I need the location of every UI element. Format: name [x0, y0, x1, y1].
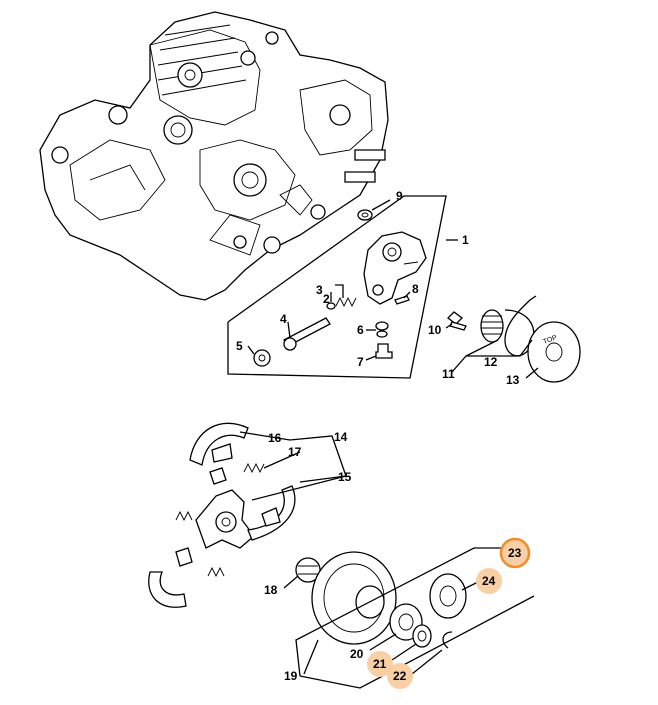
needle-bearing-part-18: [295, 557, 321, 583]
rim-sprocket-part-24: [429, 573, 467, 619]
bushing-part-9: [357, 209, 373, 221]
piston-part-4: [283, 317, 331, 351]
leader-lines: [239, 199, 539, 689]
callout-23[interactable]: 23: [508, 546, 522, 560]
callout-8[interactable]: 8: [412, 282, 419, 296]
screw-part-10: [447, 311, 467, 331]
callout-13[interactable]: 13: [506, 373, 520, 387]
screw-part-7: [375, 343, 393, 359]
clutch-carrier: [195, 489, 255, 549]
clutch-spring-left: [175, 510, 193, 522]
clutch-spring-left-2: [207, 566, 225, 578]
callout-6[interactable]: 6: [357, 323, 364, 337]
washer-part-21: [412, 624, 432, 648]
highlight-ring-23[interactable]: [499, 537, 531, 569]
callout-18[interactable]: 18: [264, 583, 278, 597]
callout-21[interactable]: 21: [373, 657, 387, 671]
e-clip-part-22: [442, 631, 453, 649]
callout-2[interactable]: 2: [323, 292, 330, 306]
callout-17[interactable]: 17: [288, 445, 302, 459]
engine-housing: [39, 11, 389, 301]
spring-part-2: [335, 296, 357, 308]
callout-14[interactable]: 14: [334, 430, 348, 444]
top-marking: TOP: [542, 334, 558, 346]
callout-24[interactable]: 24: [482, 574, 496, 588]
callout-20[interactable]: 20: [350, 647, 364, 661]
seal-part-6: [375, 321, 389, 338]
clutch-shoe-right: [247, 485, 296, 541]
drive-plate-part-13: TOP: [527, 321, 581, 383]
clutch-block: [209, 467, 227, 485]
callout-16[interactable]: 16: [268, 431, 282, 445]
callout-7[interactable]: 7: [357, 355, 364, 369]
spring-part-17: [243, 462, 265, 474]
callout-9[interactable]: 9: [396, 189, 403, 203]
callout-5[interactable]: 5: [236, 339, 243, 353]
callout-3[interactable]: 3: [316, 283, 323, 297]
highlight-markers: [367, 537, 531, 689]
callout-1[interactable]: 1: [462, 233, 469, 247]
washer-part-3: [326, 302, 336, 310]
oil-pump-group-frame: [227, 195, 447, 379]
callout-15[interactable]: 15: [338, 470, 352, 484]
callout-11[interactable]: 11: [442, 367, 455, 381]
highlight-dot-22[interactable]: [387, 663, 413, 689]
clutch-shoe-part-16: [189, 422, 249, 466]
callout-4[interactable]: 4: [280, 312, 287, 326]
pin-part-8: [394, 295, 410, 305]
clutch-drum-part-19: [311, 551, 397, 645]
callout-12[interactable]: 12: [484, 355, 498, 369]
oil-pump-part-1: [363, 231, 427, 305]
callout-22[interactable]: 22: [393, 669, 407, 683]
callout-19[interactable]: 19: [284, 669, 298, 683]
highlight-dot-24[interactable]: [476, 568, 502, 594]
clutch-shoe-bottom: [148, 547, 193, 608]
callout-10[interactable]: 10: [428, 323, 442, 337]
worm-gear-part-12: [480, 295, 537, 357]
bushing-part-5: [253, 349, 271, 367]
highlight-dot-21[interactable]: [367, 651, 393, 677]
callout-labels: 1 2 3 4 5 6 7 8 9 10 11 12 13 14 15 16 1…: [236, 189, 522, 683]
